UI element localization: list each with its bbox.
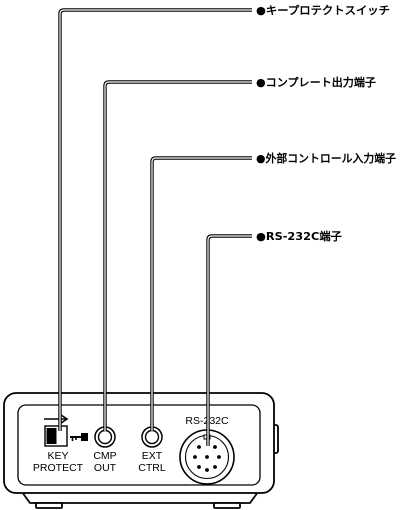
ext-ctrl-label-line1: EXT xyxy=(142,450,163,462)
connector-pin xyxy=(217,455,221,459)
callout-external-control-input-terminal: ●外部コントロール入力端子 xyxy=(256,151,396,165)
connector-pin xyxy=(213,445,217,449)
cmp-out-label-line1: CMP xyxy=(93,450,116,462)
rs232c-connector: RS-232C xyxy=(179,415,235,485)
slide-direction-arrow-icon xyxy=(44,414,69,424)
connector-pin xyxy=(197,465,201,469)
leader-line-ext-ctrl xyxy=(150,156,252,431)
callout-rs232c-terminal: ●RS-232C端子 xyxy=(256,229,342,243)
cmp-out-label-line2: OUT xyxy=(94,462,117,474)
slide-switch-icon xyxy=(44,425,68,447)
ext-ctrl-jack: EXT CTRL xyxy=(138,426,166,474)
ext-ctrl-label-line2: CTRL xyxy=(138,462,166,474)
left-foot xyxy=(35,502,63,509)
din-connector-icon xyxy=(179,429,235,485)
right-foot xyxy=(213,502,241,509)
callout-key-protect-switch: ●キープロテクトスイッチ xyxy=(256,3,390,17)
cmp-out-jack: CMP OUT xyxy=(93,426,117,474)
key-icon xyxy=(70,433,88,441)
connector-pin xyxy=(193,455,197,459)
device-inner-panel xyxy=(17,404,261,486)
key-protect-label-line1: KEY xyxy=(47,450,68,462)
connector-pin xyxy=(213,465,217,469)
leader-line-key-protect xyxy=(58,8,252,431)
callout-comparator-output-terminal: ●コンプレート出力端子 xyxy=(256,75,376,89)
leader-line-rs232c xyxy=(206,234,252,446)
connector-pin xyxy=(205,455,209,459)
key-protect-switch: KEY PROTECT xyxy=(33,414,88,474)
leader-line-cmp-out xyxy=(103,80,252,431)
connector-pin xyxy=(205,468,209,472)
connector-pin xyxy=(197,445,201,449)
key-protect-label-line2: PROTECT xyxy=(33,462,84,474)
